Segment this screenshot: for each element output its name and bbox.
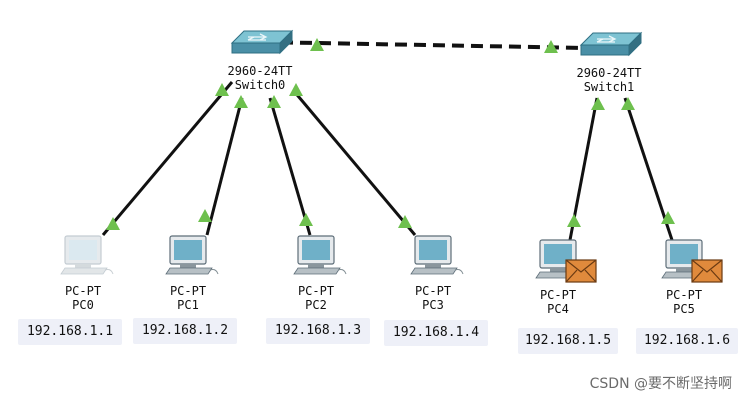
link-status-up-icon: [299, 213, 313, 226]
link-cable[interactable]: [101, 81, 234, 236]
link-switch0-pc1[interactable]: [198, 95, 248, 236]
link-status-up-icon: [544, 40, 558, 53]
pc1-name-label: PC1: [177, 298, 199, 312]
link-cable[interactable]: [291, 89, 417, 236]
pc-icon[interactable]: [293, 235, 347, 275]
links-layer: [101, 38, 675, 241]
pc3-model-label: PC-PT: [414, 284, 452, 298]
pc2-name-label: PC2: [305, 298, 327, 312]
link-switch1-pc5[interactable]: [621, 97, 675, 241]
link-status-up-icon: [106, 217, 120, 230]
switch0-model-label: 2960-24TT: [227, 64, 293, 78]
pc0-name-label: PC0: [72, 298, 94, 312]
switch0-name-label: Switch0: [234, 78, 286, 92]
pc4-model-label: PC-PT: [539, 288, 577, 302]
pc4-ip-label: 192.168.1.5: [518, 328, 618, 354]
pc-icon[interactable]: [165, 235, 219, 275]
switch1-name-label: Switch1: [583, 80, 635, 94]
devices-layer: [60, 29, 723, 283]
link-status-up-icon: [267, 95, 281, 108]
link-cable[interactable]: [268, 97, 312, 236]
link-status-up-icon: [621, 97, 635, 110]
pc2-ip-label: 192.168.1.3: [266, 318, 370, 344]
pc1-ip-label: 192.168.1.2: [133, 318, 237, 344]
watermark: CSDN @要不断坚持啊: [589, 376, 732, 392]
link-status-up-icon: [234, 95, 248, 108]
link-status-up-icon: [567, 214, 581, 227]
pc-icon[interactable]: [60, 235, 114, 275]
pc2-model-label: PC-PT: [297, 284, 335, 298]
pc0-ip-label: 192.168.1.1: [18, 319, 122, 345]
link-status-up-icon: [398, 215, 412, 228]
pc3-ip-label: 192.168.1.4: [384, 320, 488, 346]
pc5-ip-label: 192.168.1.6: [636, 328, 738, 354]
link-status-up-icon: [215, 83, 229, 96]
pc-icon[interactable]: [661, 239, 723, 283]
link-switch1-pc4[interactable]: [567, 97, 605, 241]
pc0-model-label: PC-PT: [64, 284, 102, 298]
switch-icon[interactable]: [230, 29, 294, 55]
switch-icon[interactable]: [579, 31, 643, 57]
pdu-envelope-icon[interactable]: [565, 259, 597, 283]
pc-icon[interactable]: [535, 239, 597, 283]
link-switch0-pc3[interactable]: [289, 83, 417, 236]
link-switch0-switch1[interactable]: [261, 38, 589, 53]
pc4-name-label: PC4: [547, 302, 569, 316]
switch1-model-label: 2960-24TT: [576, 66, 642, 80]
link-status-up-icon: [289, 83, 303, 96]
pc5-name-label: PC5: [673, 302, 695, 316]
pc3-name-label: PC3: [422, 298, 444, 312]
link-status-up-icon: [310, 38, 324, 51]
link-status-up-icon: [661, 211, 675, 224]
pc-icon[interactable]: [410, 235, 464, 275]
link-status-up-icon: [591, 97, 605, 110]
link-cable[interactable]: [623, 97, 674, 241]
link-status-up-icon: [198, 209, 212, 222]
pc5-model-label: PC-PT: [665, 288, 703, 302]
pc1-model-label: PC-PT: [169, 284, 207, 298]
link-switch0-pc2[interactable]: [267, 95, 313, 236]
pdu-envelope-icon[interactable]: [691, 259, 723, 283]
link-cable[interactable]: [261, 40, 589, 50]
link-switch0-pc0[interactable]: [101, 81, 234, 236]
link-cable[interactable]: [205, 97, 244, 236]
